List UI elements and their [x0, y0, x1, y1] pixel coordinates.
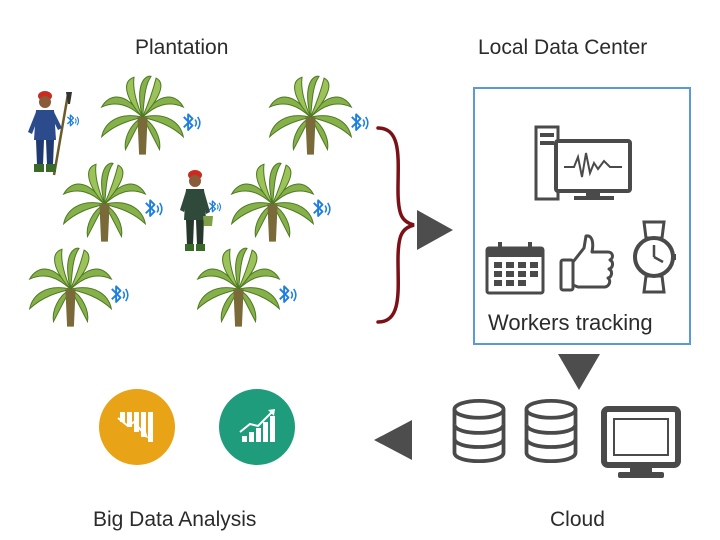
palm-tree-icon [63, 162, 146, 243]
workers-tracking-caption: Workers tracking [488, 310, 653, 335]
wristwatch-icon [633, 220, 676, 294]
database-icon [524, 398, 578, 464]
cloud-title: Cloud [550, 508, 605, 531]
bluetooth-icon [144, 199, 163, 217]
arrow-right-icon [417, 210, 453, 250]
bluetooth-icon [278, 285, 297, 303]
bluetooth-icon [110, 285, 129, 303]
data-center-box [473, 87, 691, 345]
data-center-title: Local Data Center [478, 36, 648, 59]
worker-icon [28, 91, 72, 176]
palm-tree-icon [197, 247, 280, 328]
declining-chart-icon [99, 389, 175, 465]
palm-tree-icon [269, 75, 352, 156]
growth-chart-icon [219, 389, 295, 465]
worker-icon [180, 170, 213, 251]
plantation-title: Plantation [135, 36, 229, 59]
desktop-monitor-icon [601, 406, 681, 478]
palm-tree-icon [231, 162, 314, 243]
arrow-down-icon [558, 354, 600, 390]
plantation-scene [0, 60, 380, 350]
thumbs-up-icon [559, 234, 614, 292]
palm-tree-icon [29, 247, 112, 328]
computer-monitor-icon [534, 125, 632, 201]
calendar-icon [485, 242, 545, 295]
bluetooth-icon [208, 200, 222, 213]
analysis-title: Big Data Analysis [93, 508, 257, 531]
grouping-brace [376, 126, 415, 324]
bluetooth-icon [66, 114, 80, 127]
bluetooth-icon [182, 113, 201, 131]
bluetooth-icon [350, 113, 369, 131]
arrow-left-icon [374, 420, 412, 460]
bluetooth-icon [312, 199, 331, 217]
palm-tree-icon [101, 75, 184, 156]
database-icon [452, 398, 506, 464]
